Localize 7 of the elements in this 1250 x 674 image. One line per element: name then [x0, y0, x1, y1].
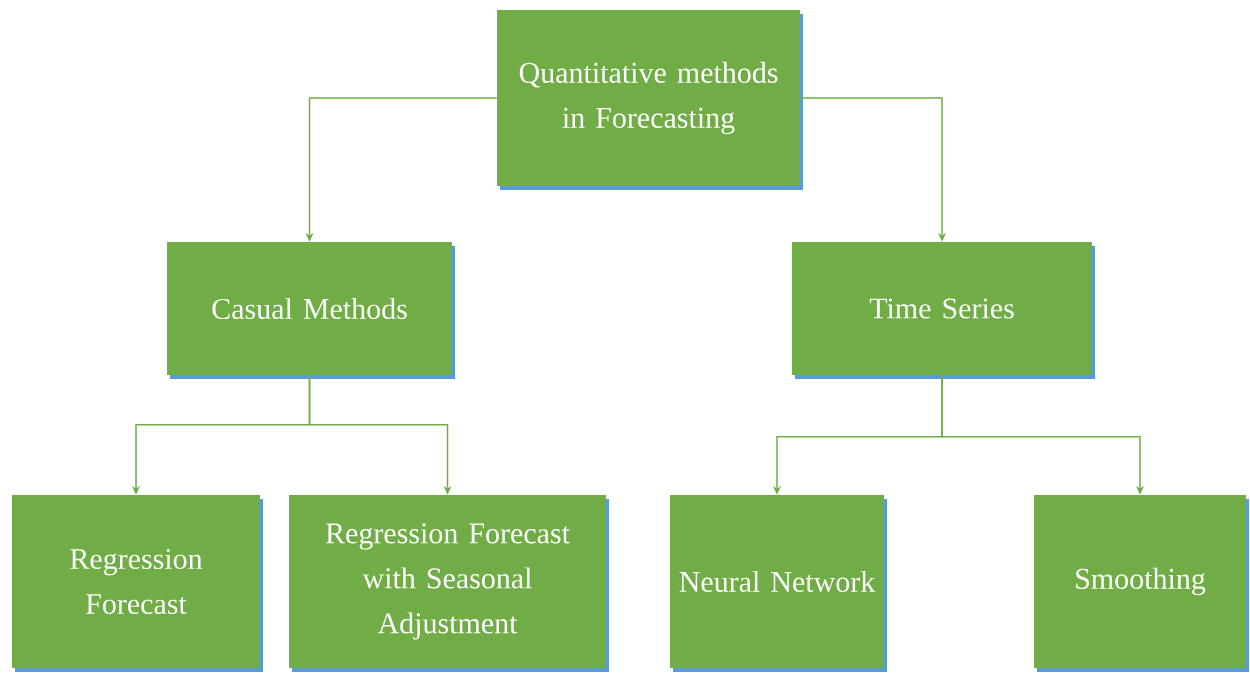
process-box: Regression Forecast with Seasonal Adjustment: [289, 495, 609, 672]
process-box: Regression Forecast: [12, 495, 263, 672]
process-box: Neural Network: [670, 495, 887, 672]
process-box: Time Series: [792, 242, 1095, 379]
process-box: Quantitative methods in Forecasting: [497, 10, 803, 190]
process-box: Smoothing: [1034, 495, 1249, 672]
process-box: Casual Methods: [167, 242, 455, 379]
